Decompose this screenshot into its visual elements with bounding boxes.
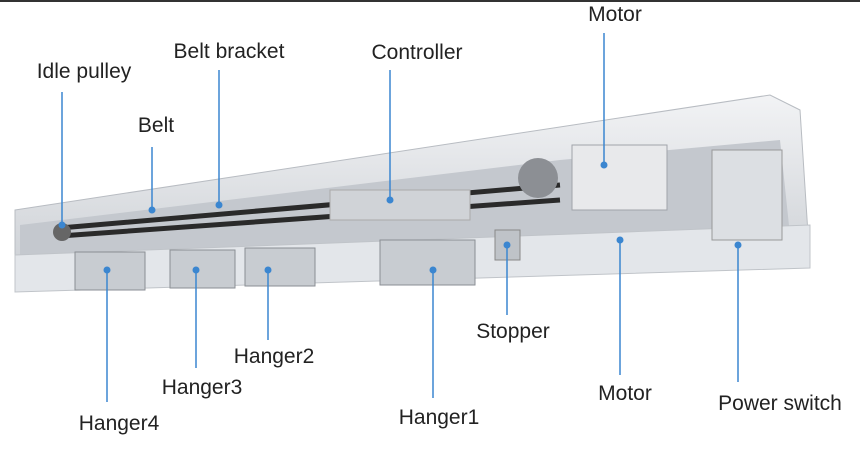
top-border — [0, 0, 860, 2]
label-belt-bracket: Belt bracket — [173, 40, 285, 63]
label-hanger3: Hanger3 — [161, 376, 243, 399]
idle-pulley — [53, 223, 71, 241]
label-power-switch: Power switch — [718, 392, 842, 415]
label-stopper: Stopper — [476, 320, 550, 343]
label-hanger2: Hanger2 — [233, 345, 315, 368]
controller-box — [329, 189, 471, 221]
belt — [59, 182, 561, 239]
motor-body — [571, 144, 668, 211]
leader-dots — [58, 161, 742, 274]
label-motor-top: Motor — [588, 3, 642, 26]
label-idle-pulley: Idle pulley — [36, 60, 132, 83]
leader-lines — [61, 33, 739, 402]
power-switch — [711, 149, 783, 241]
label-controller: Controller — [371, 41, 463, 64]
drive-pulley — [518, 158, 558, 198]
label-motor-bottom: Motor — [598, 382, 652, 405]
label-hanger4: Hanger4 — [78, 412, 160, 435]
label-hanger1: Hanger1 — [398, 406, 480, 429]
label-belt: Belt — [137, 114, 175, 137]
